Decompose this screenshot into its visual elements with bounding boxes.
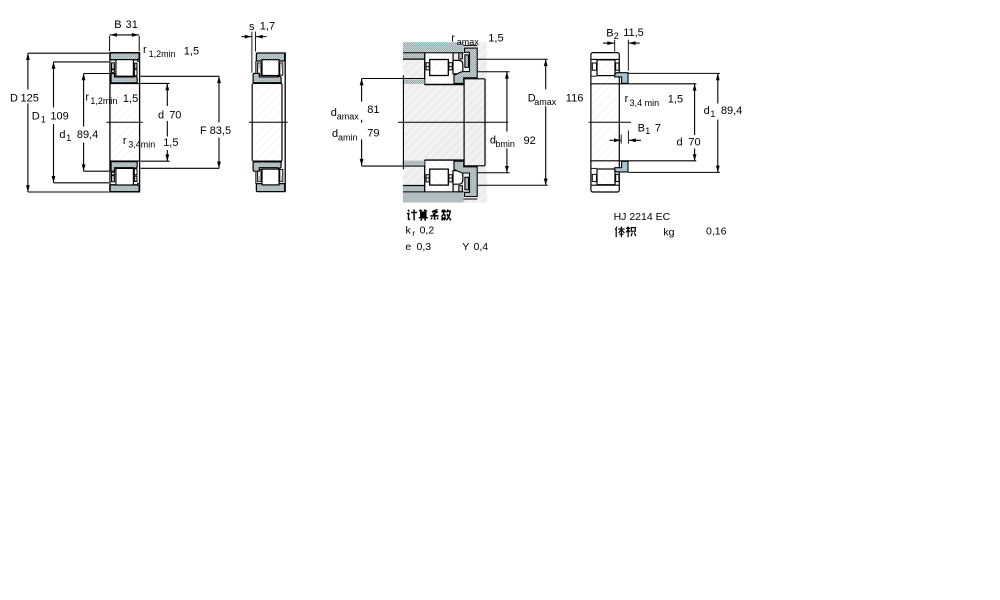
svg-text:0,2: 0,2 (420, 225, 435, 237)
svg-text:1: 1 (645, 126, 650, 136)
svg-text:d: d (331, 107, 337, 119)
svg-text:89,4: 89,4 (721, 105, 742, 117)
svg-text:D: D (528, 93, 536, 105)
svg-text:d: d (490, 135, 496, 147)
svg-text:B: B (606, 27, 613, 39)
svg-text:bmin: bmin (495, 139, 515, 149)
svg-text:3,4min: 3,4min (128, 140, 155, 150)
svg-text:1,2min: 1,2min (90, 96, 117, 106)
svg-text:1,5: 1,5 (123, 93, 138, 105)
svg-text:1,5: 1,5 (184, 46, 199, 58)
svg-text:k: k (406, 225, 412, 237)
svg-text:r: r (451, 33, 455, 45)
svg-text:d: d (677, 137, 683, 149)
svg-text:7: 7 (655, 123, 661, 135)
svg-text:92: 92 (524, 135, 536, 147)
svg-text:amin: amin (338, 133, 358, 143)
svg-text:125: 125 (21, 92, 39, 104)
svg-text:0,16: 0,16 (706, 225, 727, 237)
svg-text:r: r (85, 91, 89, 103)
svg-text:Y: Y (462, 241, 469, 253)
svg-text:D: D (10, 92, 18, 104)
svg-text:d: d (332, 128, 338, 140)
svg-text:70: 70 (169, 109, 181, 121)
svg-text:1: 1 (710, 109, 715, 119)
svg-text:amax: amax (337, 112, 360, 122)
svg-text:D: D (32, 110, 40, 122)
svg-text:79: 79 (367, 128, 379, 140)
svg-text:2: 2 (614, 31, 619, 41)
svg-text:0,4: 0,4 (474, 241, 489, 253)
svg-text:d: d (158, 109, 164, 121)
svg-text:d: d (704, 105, 710, 117)
svg-text:116: 116 (566, 92, 584, 104)
svg-text:1,5: 1,5 (163, 137, 178, 149)
svg-text:1: 1 (41, 114, 46, 124)
svg-text:0,3: 0,3 (417, 241, 432, 253)
svg-text:11,5: 11,5 (623, 27, 644, 39)
svg-text:1: 1 (66, 133, 71, 143)
svg-text:r: r (625, 93, 629, 105)
svg-text:r: r (412, 228, 415, 238)
svg-text:81: 81 (367, 104, 379, 116)
svg-text:r: r (143, 44, 147, 56)
svg-text:B: B (114, 19, 121, 31)
svg-text:109: 109 (50, 110, 68, 122)
svg-text:70: 70 (688, 137, 700, 149)
svg-text:s: s (249, 21, 255, 33)
svg-text:3,4 min: 3,4 min (630, 98, 660, 108)
svg-text:HJ 2214 EC: HJ 2214 EC (614, 211, 671, 223)
svg-text:r: r (123, 135, 127, 147)
svg-text:amax: amax (457, 37, 480, 47)
svg-text:d: d (59, 129, 65, 141)
svg-text:amax: amax (534, 97, 557, 107)
svg-text:1,7: 1,7 (260, 21, 275, 33)
svg-text:89,4: 89,4 (77, 129, 98, 141)
svg-text:1,5: 1,5 (488, 33, 503, 45)
svg-text:B: B (638, 123, 645, 135)
svg-text:83,5: 83,5 (210, 125, 231, 137)
svg-text:31: 31 (126, 19, 138, 31)
svg-text:kg: kg (663, 226, 674, 238)
svg-text:1,5: 1,5 (668, 94, 683, 106)
svg-text:F: F (200, 125, 207, 137)
svg-text:1,2min: 1,2min (149, 49, 176, 59)
svg-text:e: e (405, 241, 411, 253)
